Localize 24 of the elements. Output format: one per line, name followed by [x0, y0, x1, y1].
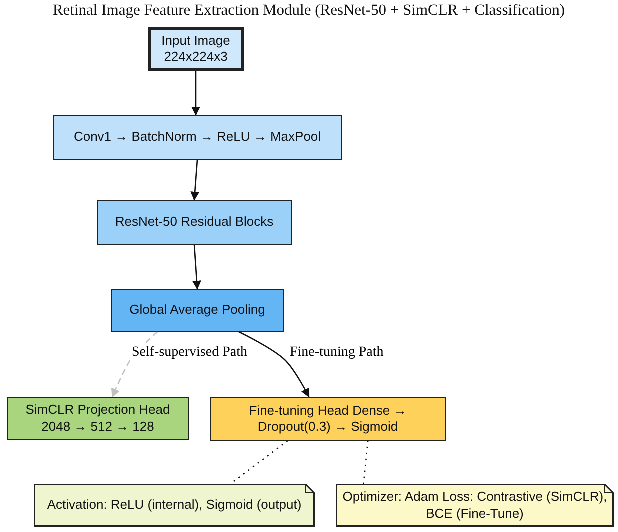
connector-line	[363, 440, 369, 484]
edge-label: Fine-tuning Path	[288, 345, 386, 361]
node-label: Activation: ReLU (internal), Sigmoid (output)	[47, 497, 302, 514]
arrow	[238, 331, 310, 398]
process-box	[53, 115, 342, 160]
input-box	[148, 27, 244, 71]
process-box	[210, 397, 446, 441]
process-box	[7, 397, 189, 440]
node-label: Conv1 → BatchNorm → ReLU → MaxPool	[74, 129, 322, 146]
node-label: ResNet-50 Residual Blocks	[115, 214, 274, 231]
node-label: Input Image 224x224x3	[160, 32, 232, 66]
arrow	[192, 244, 202, 290]
note-box	[34, 484, 315, 527]
diagram-title: Retinal Image Feature Extraction Module (ResNet-50 + SimCLR + Classification)	[52, 2, 566, 20]
process-box	[97, 200, 292, 245]
node-label: SimCLR Projection Head 2048 → 512 → 128	[24, 402, 172, 435]
arrow	[190, 160, 200, 201]
node-label: Fine-tuning Head Dense → Dropout(0.3) → Sigmoid	[248, 402, 408, 436]
process-box	[111, 289, 284, 332]
edge-label: Self-supervised Path	[130, 345, 250, 361]
note-box	[336, 484, 614, 527]
node-label: Optimizer: Adam Loss: Contrastive (SimCLR), BCE (Fine-Tune)	[342, 489, 608, 522]
arrow	[192, 71, 200, 116]
node-label: Global Average Pooling	[130, 302, 266, 319]
